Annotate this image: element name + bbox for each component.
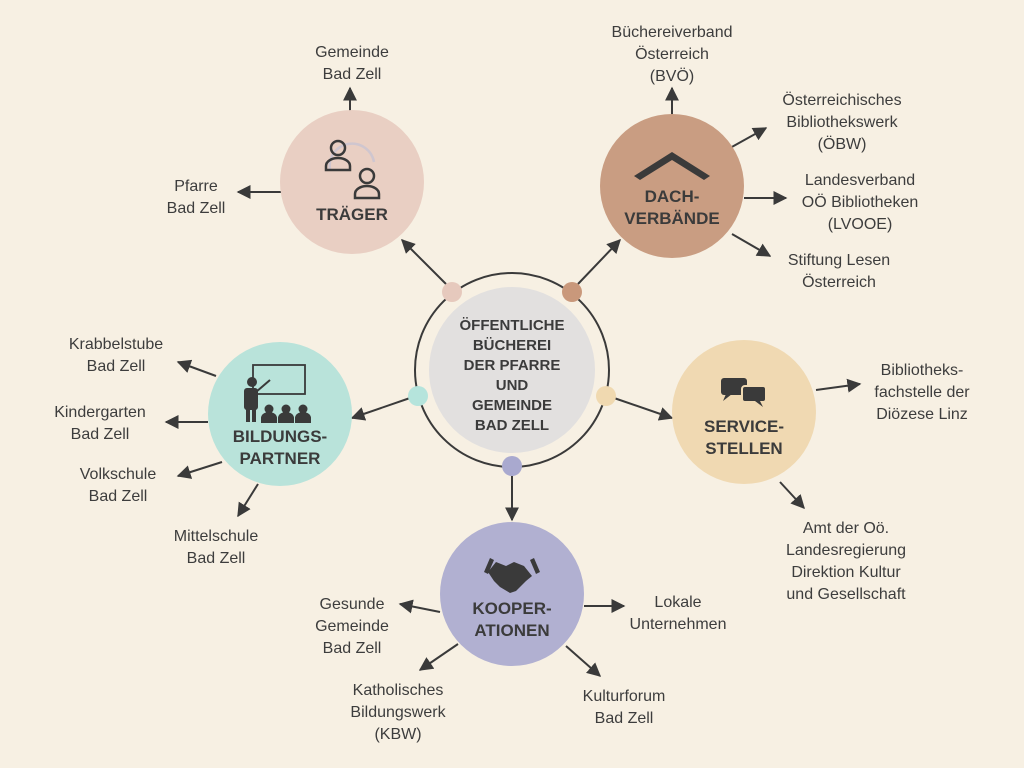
- teacher-icon: [244, 364, 311, 423]
- node-traeger: [280, 110, 424, 254]
- center-circle: [429, 287, 595, 453]
- node-bildungspartner: [208, 342, 352, 486]
- center-title: ÖFFENTLICHE BÜCHEREI DER PFARRE UND GEME…: [459, 317, 565, 434]
- connector-dot-traeger: [442, 282, 462, 302]
- chat-bubbles-icon: [721, 378, 767, 407]
- label-gemeinde-bad-zell: Gemeinde Bad Zell: [315, 44, 389, 83]
- label-stiftung-lesen: Stiftung Lesen Österreich: [787, 252, 891, 291]
- label-pfarre-bad-zell: Pfarre Bad Zell: [166, 178, 226, 217]
- label-kbw: Katholisches Bildungswerk (KBW): [350, 682, 446, 743]
- label-lvooe: Landesverband OÖ Bibliotheken (LVOOE): [801, 172, 919, 233]
- node-dachverbaende: [600, 114, 744, 258]
- label-gesunde-gemeinde: Gesunde Gemeinde Bad Zell: [315, 596, 389, 657]
- label-lokale-unternehmen: Lokale Unternehmen: [629, 594, 727, 633]
- node-title-bildungspartner: BILDUNGS- PARTNER: [232, 427, 328, 468]
- node-servicestellen: [672, 340, 816, 484]
- node-kooperationen: [440, 522, 584, 666]
- label-krabbelstube: Krabbelstube Bad Zell: [68, 336, 164, 375]
- label-volkschule: Volkschule Bad Zell: [79, 466, 157, 505]
- label-kulturforum: Kulturforum Bad Zell: [582, 688, 666, 727]
- node-title-kooperationen: KOOPER- ATIONEN: [472, 599, 552, 640]
- node-title-dachverbaende: DACH- VERBÄNDE: [624, 187, 720, 228]
- roof-icon: [634, 152, 710, 180]
- node-title-traeger: TRÄGER: [316, 205, 388, 224]
- connector-dot-kooperationen: [502, 456, 522, 476]
- users-icon: [324, 139, 381, 200]
- connector-arrows: [164, 86, 862, 677]
- handshake-icon: [484, 558, 540, 593]
- label-bvoe: Büchereiverband Österreich (BVÖ): [611, 24, 733, 85]
- node-title-servicestellen: SERVICE- STELLEN: [704, 417, 784, 458]
- connector-dot-bildungspartner: [408, 386, 428, 406]
- connector-dot-servicestellen: [596, 386, 616, 406]
- label-amt-landesregierung: Amt der Oö. Landesregierung Direktion Ku…: [785, 520, 907, 603]
- label-oebw: Österreichisches Bibliothekswerk (ÖBW): [782, 92, 902, 153]
- label-mittelschule: Mittelschule Bad Zell: [173, 528, 259, 567]
- label-bibliotheksfachstelle: Bibliotheks- fachstelle der Diözese Linz: [874, 362, 970, 423]
- connector-dot-dachverbaende: [562, 282, 582, 302]
- label-kindergarten: Kindergarten Bad Zell: [54, 404, 146, 443]
